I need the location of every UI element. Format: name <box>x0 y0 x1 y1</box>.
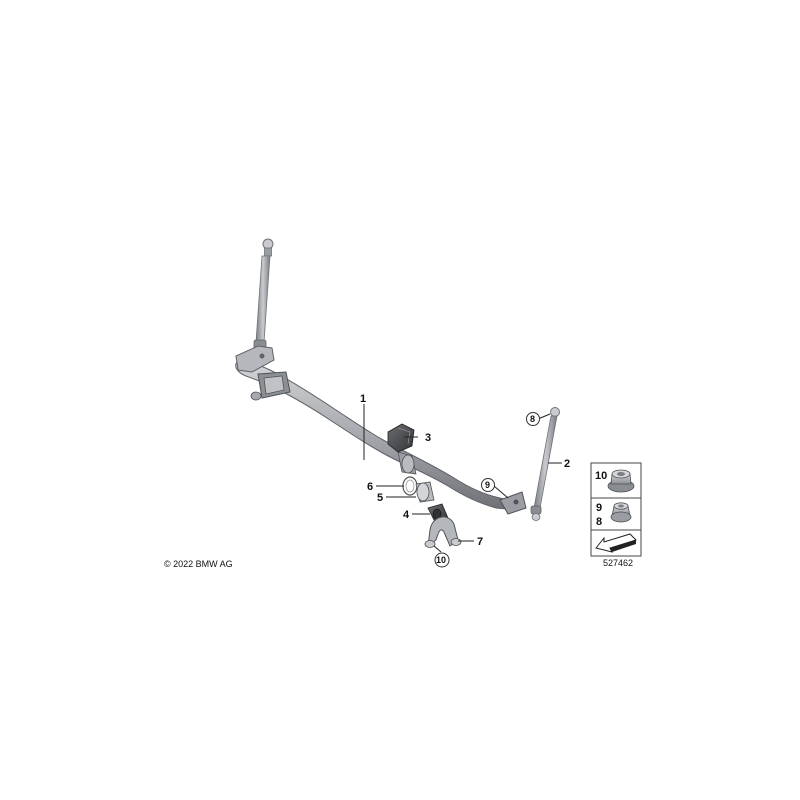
legend-item-10: 10 <box>595 469 635 493</box>
svg-text:8: 8 <box>530 414 535 424</box>
callout-10-circled: 10 <box>434 552 450 568</box>
callout-6: 6 <box>367 481 373 493</box>
callout-2: 2 <box>564 458 570 470</box>
left-drop-link <box>253 238 274 355</box>
rubber-mount <box>387 423 415 453</box>
hex-nut-icon <box>610 502 632 523</box>
svg-text:9: 9 <box>596 502 602 514</box>
copyright-text: © 2022 BMW AG <box>164 559 233 569</box>
callout-5: 5 <box>377 492 383 504</box>
callout-9-circled: 9 <box>481 478 495 492</box>
bar-sleeve <box>415 481 435 503</box>
callout-4: 4 <box>403 509 410 521</box>
flange-nut-icon <box>607 469 635 493</box>
svg-text:10: 10 <box>436 555 446 565</box>
callout-1: 1 <box>360 393 366 405</box>
callout-8-circled: 8 <box>526 412 540 426</box>
svg-text:10: 10 <box>595 470 607 482</box>
svg-text:9: 9 <box>485 480 490 490</box>
fastener-legend: 10 9 8 <box>590 462 642 557</box>
clamp-bracket <box>424 516 462 548</box>
document-number: 527462 <box>603 558 633 568</box>
callout-7: 7 <box>477 536 483 548</box>
right-drop-link <box>530 407 560 521</box>
legend-item-8: 8 <box>596 516 602 528</box>
leader-lines <box>363 404 562 553</box>
bar-ring <box>402 476 418 496</box>
center-bar-collar <box>397 451 417 475</box>
legend-item-9: 9 <box>596 502 602 514</box>
arrow-icon[interactable] <box>595 533 637 553</box>
callout-3: 3 <box>425 432 431 444</box>
svg-text:8: 8 <box>596 516 602 528</box>
left-bar-bushing <box>250 371 291 401</box>
stabilizer-bar <box>235 345 527 515</box>
